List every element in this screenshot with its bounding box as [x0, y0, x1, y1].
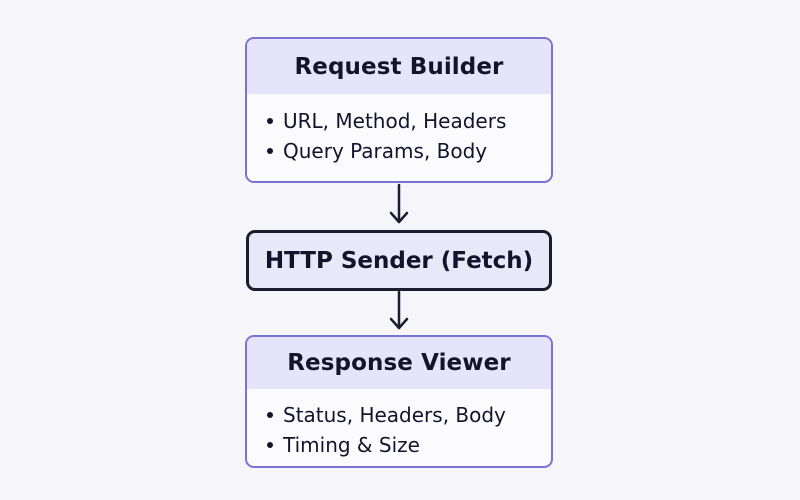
list-item-text: URL, Method, Headers [283, 109, 507, 133]
arrow-sender-to-viewer [389, 290, 409, 330]
http-sender-title: HTTP Sender (Fetch) [264, 247, 534, 274]
request-builder-items: URL, Method, Headers Query Params, Body [247, 94, 551, 166]
response-viewer-title: Response Viewer [247, 337, 551, 389]
response-viewer-node: Response Viewer Status, Headers, Body Ti… [245, 335, 553, 468]
request-builder-node: Request Builder URL, Method, Headers Que… [245, 37, 553, 183]
list-item: Timing & Size [267, 430, 551, 460]
response-viewer-items: Status, Headers, Body Timing & Size [247, 389, 551, 460]
list-item-text: Timing & Size [283, 433, 420, 457]
request-builder-title: Request Builder [247, 39, 551, 94]
bullet-icon [267, 442, 273, 448]
list-item-text: Status, Headers, Body [283, 403, 506, 427]
list-item: URL, Method, Headers [267, 106, 551, 136]
bullet-icon [267, 412, 273, 418]
list-item: Status, Headers, Body [267, 400, 551, 430]
bullet-icon [267, 118, 273, 124]
http-sender-node: HTTP Sender (Fetch) [246, 230, 552, 291]
list-item-text: Query Params, Body [283, 139, 488, 163]
arrow-builder-to-sender [389, 183, 409, 224]
list-item: Query Params, Body [267, 136, 551, 166]
bullet-icon [267, 148, 273, 154]
